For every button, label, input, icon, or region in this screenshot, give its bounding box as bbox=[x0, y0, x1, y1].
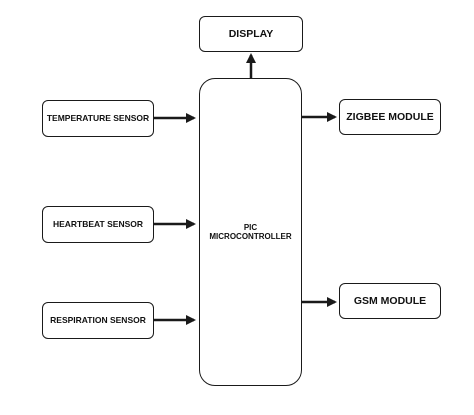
gsm-module-label: GSM MODULE bbox=[353, 294, 427, 307]
heartbeat-sensor-block: HEARTBEAT SENSOR bbox=[42, 206, 154, 243]
temperature-sensor-block: TEMPERATURE SENSOR bbox=[42, 100, 154, 137]
zigbee-module-block: ZIGBEE MODULE bbox=[339, 99, 441, 135]
zigbee-module-label: ZIGBEE MODULE bbox=[346, 110, 434, 123]
microcontroller-label-line2: MICROCONTROLLER bbox=[209, 232, 292, 241]
display-label: DISPLAY bbox=[228, 27, 274, 40]
respiration-sensor-block: RESPIRATION SENSOR bbox=[42, 302, 154, 339]
microcontroller-label-line1: PIC bbox=[243, 222, 258, 232]
gsm-module-block: GSM MODULE bbox=[339, 283, 441, 319]
heartbeat-sensor-label: HEARTBEAT SENSOR bbox=[52, 218, 144, 229]
microcontroller-block: PIC MICROCONTROLLER bbox=[199, 78, 302, 386]
display-block: DISPLAY bbox=[199, 16, 303, 52]
temperature-sensor-label: TEMPERATURE SENSOR bbox=[46, 112, 150, 123]
respiration-sensor-label: RESPIRATION SENSOR bbox=[50, 314, 146, 325]
